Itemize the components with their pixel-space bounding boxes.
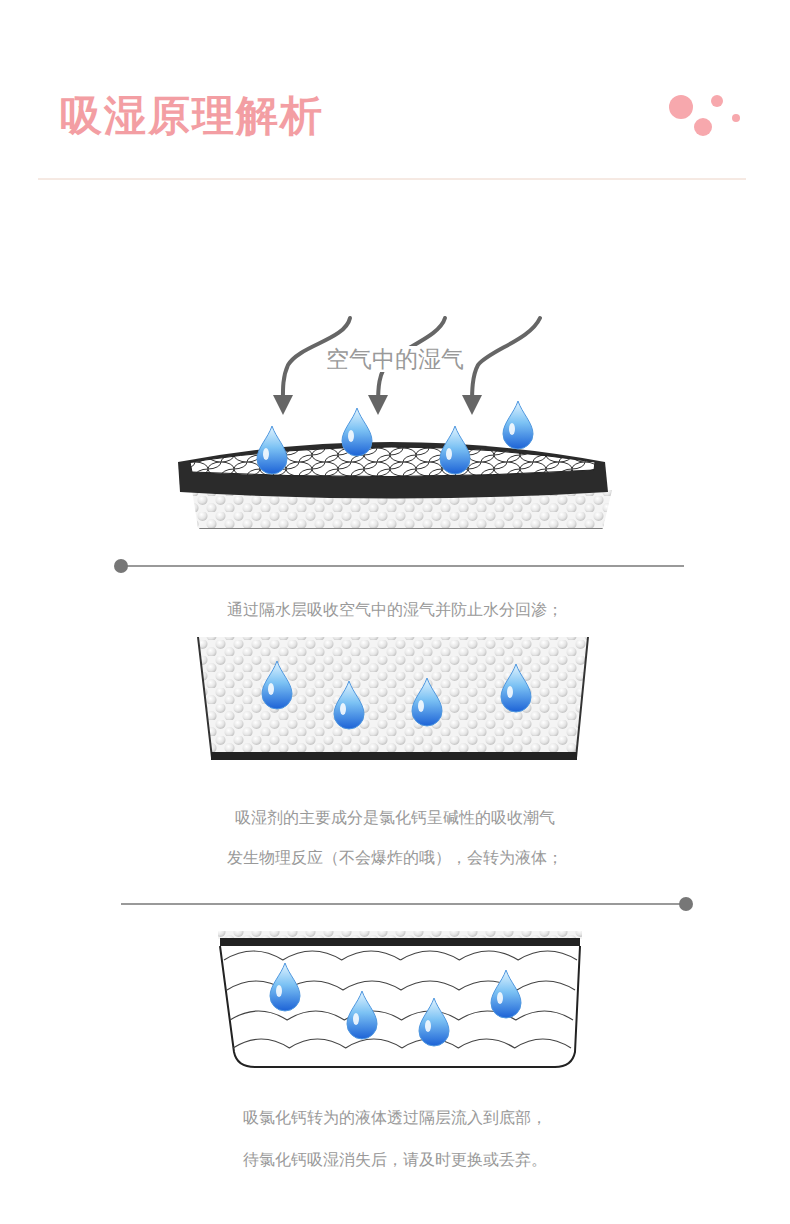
water-drop [419, 998, 449, 1046]
moisture-arrows [283, 318, 540, 405]
label-row: 待氯化钙吸湿消失后，请及时更换或丢弃。 [0, 1150, 790, 1171]
liquid-chamber [218, 931, 582, 1067]
water-drop [347, 991, 377, 1039]
label-row: 吸湿剂的主要成分是氯化钙呈碱性的吸收潮气 [0, 808, 790, 829]
water-drop [270, 963, 300, 1011]
label-row: 通过隔水层吸收空气中的湿气并防止水分回渗； [0, 600, 790, 621]
description-text: 通过隔水层吸收空气中的湿气并防止水分回渗； [221, 600, 569, 619]
water-drop [412, 678, 442, 726]
description-text: 待氯化钙吸湿消失后，请及时更换或丢弃。 [237, 1150, 553, 1169]
liquid-wave [224, 951, 577, 960]
container-top [178, 442, 612, 530]
liquid-wave [230, 1011, 573, 1020]
water-drop [262, 661, 292, 709]
description-text: 吸湿剂的主要成分是氯化钙呈碱性的吸收潮气 [229, 808, 561, 827]
label-row: 吸氯化钙转为的液体透过隔层流入到底部， [0, 1108, 790, 1129]
arrow-label: 空气中的湿气 [320, 346, 470, 372]
timeline [121, 903, 686, 905]
water-drops [257, 401, 533, 1046]
description-text: 吸氯化钙转为的液体透过隔层流入到底部， [237, 1108, 553, 1127]
water-drop [334, 681, 364, 729]
water-drop [503, 401, 533, 449]
water-drop [257, 426, 287, 474]
water-drop [440, 426, 470, 474]
decor-dots [669, 95, 740, 136]
page-title: 吸湿原理解析 [60, 88, 324, 144]
liquid-wave [233, 1039, 571, 1048]
water-drop [501, 664, 531, 712]
timeline [121, 565, 684, 567]
timeline-dot [679, 897, 693, 911]
label-row: 空气中的湿气 [0, 344, 790, 375]
title-rule [38, 179, 746, 180]
description-text: 发生物理反应（不会爆炸的哦），会转为液体； [221, 848, 569, 867]
label-row: 发生物理反应（不会爆炸的哦），会转为液体； [0, 848, 790, 869]
water-drop [491, 970, 521, 1018]
timeline-dot [114, 559, 128, 573]
water-drop [342, 408, 372, 456]
desiccant-chamber [198, 637, 588, 760]
